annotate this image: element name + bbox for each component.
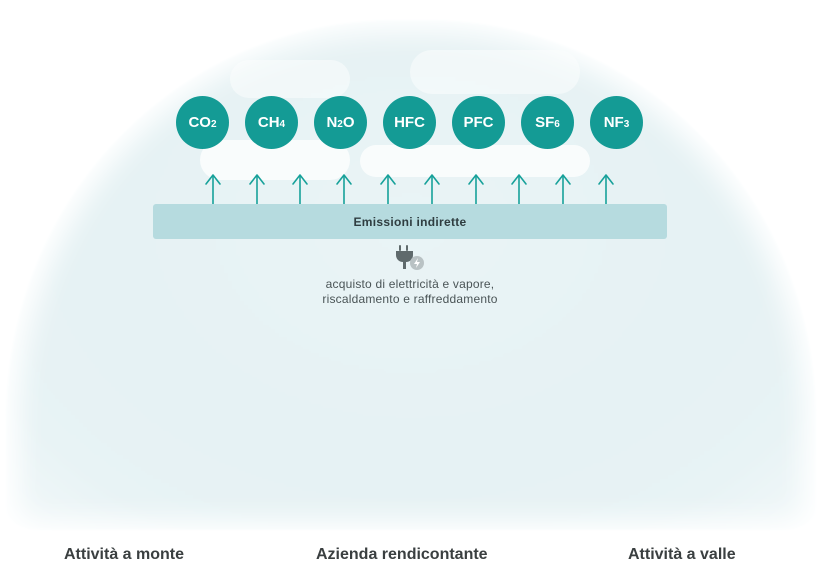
arrow-up-icon xyxy=(205,174,221,209)
scope2-description: acquisto di elettricità e vapore, riscal… xyxy=(260,277,560,307)
arrow-up-icon xyxy=(424,174,440,209)
lightning-icon xyxy=(410,256,424,270)
arrow-up-icon xyxy=(468,174,484,209)
arrow-up-icon xyxy=(555,174,571,209)
cloud-shape xyxy=(410,50,580,94)
section-company-label: Azienda rendicontante xyxy=(316,546,488,563)
arrow-up-icon xyxy=(336,174,352,209)
plug-icon xyxy=(396,245,424,270)
section-upstream-label: Attività a monte xyxy=(64,546,185,563)
gas-pfc: PFC xyxy=(452,96,505,149)
gas-subscript: 2 xyxy=(337,119,343,130)
arrow-up-icon xyxy=(380,174,396,209)
arrow-up-icon xyxy=(511,174,527,209)
gas-subscript: 2 xyxy=(210,119,217,130)
cloud-shape xyxy=(230,60,350,98)
gas-label: PFC xyxy=(463,114,494,131)
description-line: riscaldamento e raffreddamento xyxy=(322,292,498,306)
arrow-up-icon xyxy=(292,174,308,209)
gas-hfc: HFC xyxy=(383,96,436,149)
gas-subscript: 4 xyxy=(279,119,286,130)
cloud-shape xyxy=(360,145,590,177)
gas-subscript: 6 xyxy=(554,119,560,130)
gas-label: NF xyxy=(603,114,624,131)
arrow-up-icon xyxy=(598,174,614,209)
section-downstream-label: Attività a valle xyxy=(628,546,736,563)
arrow-up-icon xyxy=(249,174,265,209)
gas-label: HFC xyxy=(394,114,425,131)
indirect-emissions-band: Emissioni indirette xyxy=(153,204,667,239)
band-label: Emissioni indirette xyxy=(353,214,467,229)
gas-label-tail: O xyxy=(342,114,355,131)
gas-label: N xyxy=(326,114,338,131)
gas-subscript: 3 xyxy=(623,119,630,130)
gas-label: CO xyxy=(188,114,211,131)
description-line: acquisto di elettricità e vapore, xyxy=(325,277,495,291)
gas-label: CH xyxy=(257,114,280,131)
gas-label: SF xyxy=(535,114,555,131)
